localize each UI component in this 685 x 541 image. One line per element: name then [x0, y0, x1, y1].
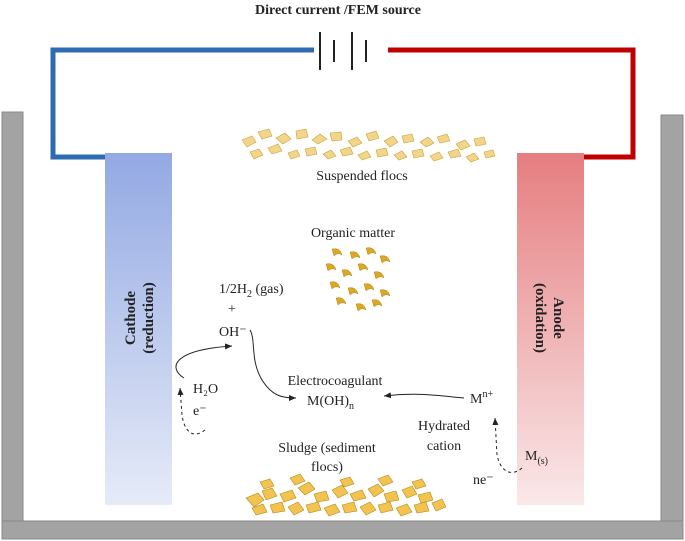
tank-floor	[1, 520, 684, 540]
cathode-electron-label: e⁻	[193, 404, 207, 419]
cathode-label-line1: Cathode	[123, 291, 139, 346]
metal-hydroxide-sub: n	[349, 401, 354, 412]
hydrogen-gas-label: 1/2H2 (gas)	[219, 282, 284, 300]
power-source-label: Direct current /FEM source	[255, 3, 421, 18]
cathode-label-line2: (reduction)	[141, 282, 157, 353]
water-to-hydroxide-arrow	[175, 343, 233, 379]
metal-ion-to-coagulant-arrow	[383, 392, 465, 399]
anode-label: Anode (oxidation)	[532, 283, 566, 353]
tank-right-wall	[660, 114, 684, 525]
red-wire	[388, 47, 636, 160]
metal-ion-sup: n+	[482, 389, 493, 400]
tank-left-wall	[1, 111, 24, 525]
battery-icon	[319, 32, 367, 70]
hydrated-cation-line1: Hydrated	[418, 419, 470, 434]
suspended-flocs-icon	[241, 128, 496, 163]
metal-ion-pre: M	[470, 392, 483, 407]
metal-solid-sub: (s)	[537, 456, 548, 467]
hydrogen-gas-sub: 2	[247, 289, 252, 300]
cathode-label: Cathode (reduction)	[123, 282, 157, 353]
anode-dashed-arrow	[492, 417, 523, 473]
hydrogen-gas-post: (gas)	[252, 282, 284, 297]
sludge-label-line1: Sludge (sediment	[278, 441, 376, 456]
hydroxide-label: OH⁻	[219, 325, 247, 340]
anode-label-line2: (oxidation)	[532, 283, 548, 353]
metal-hydroxide-label: M(OH)n	[307, 394, 354, 412]
metal-hydroxide-pre: M(OH)	[307, 394, 349, 409]
plus-sign: +	[228, 302, 236, 317]
cathode-electrode	[105, 153, 172, 505]
blue-wire	[50, 47, 314, 160]
electrocoagulant-label: Electrocoagulant	[288, 374, 383, 389]
electron-dashed-arrow	[177, 387, 206, 435]
metal-ion-label: Mn+	[470, 389, 493, 407]
metal-solid-pre: M	[525, 449, 538, 464]
water-label: H₂O	[193, 382, 218, 397]
metal-solid-label: M(s)	[525, 449, 548, 467]
sludge-flocs-icon	[245, 473, 447, 517]
suspended-flocs-label: Suspended flocs	[316, 169, 407, 184]
anode-electrode	[517, 153, 584, 505]
sludge-label-line2: flocs)	[311, 460, 343, 475]
tank	[1, 111, 684, 540]
circuit-wires	[50, 47, 636, 160]
hydrogen-gas-pre: 1/2H	[219, 282, 247, 297]
anode-label-line1: Anode	[550, 297, 566, 339]
hydrated-cation-line2: cation	[427, 439, 461, 454]
hydroxide-to-coagulant-arrow	[249, 329, 297, 401]
organic-matter-label: Organic matter	[311, 226, 395, 241]
organic-matter-icon	[325, 247, 391, 312]
anode-electron-label: ne⁻	[473, 473, 494, 488]
